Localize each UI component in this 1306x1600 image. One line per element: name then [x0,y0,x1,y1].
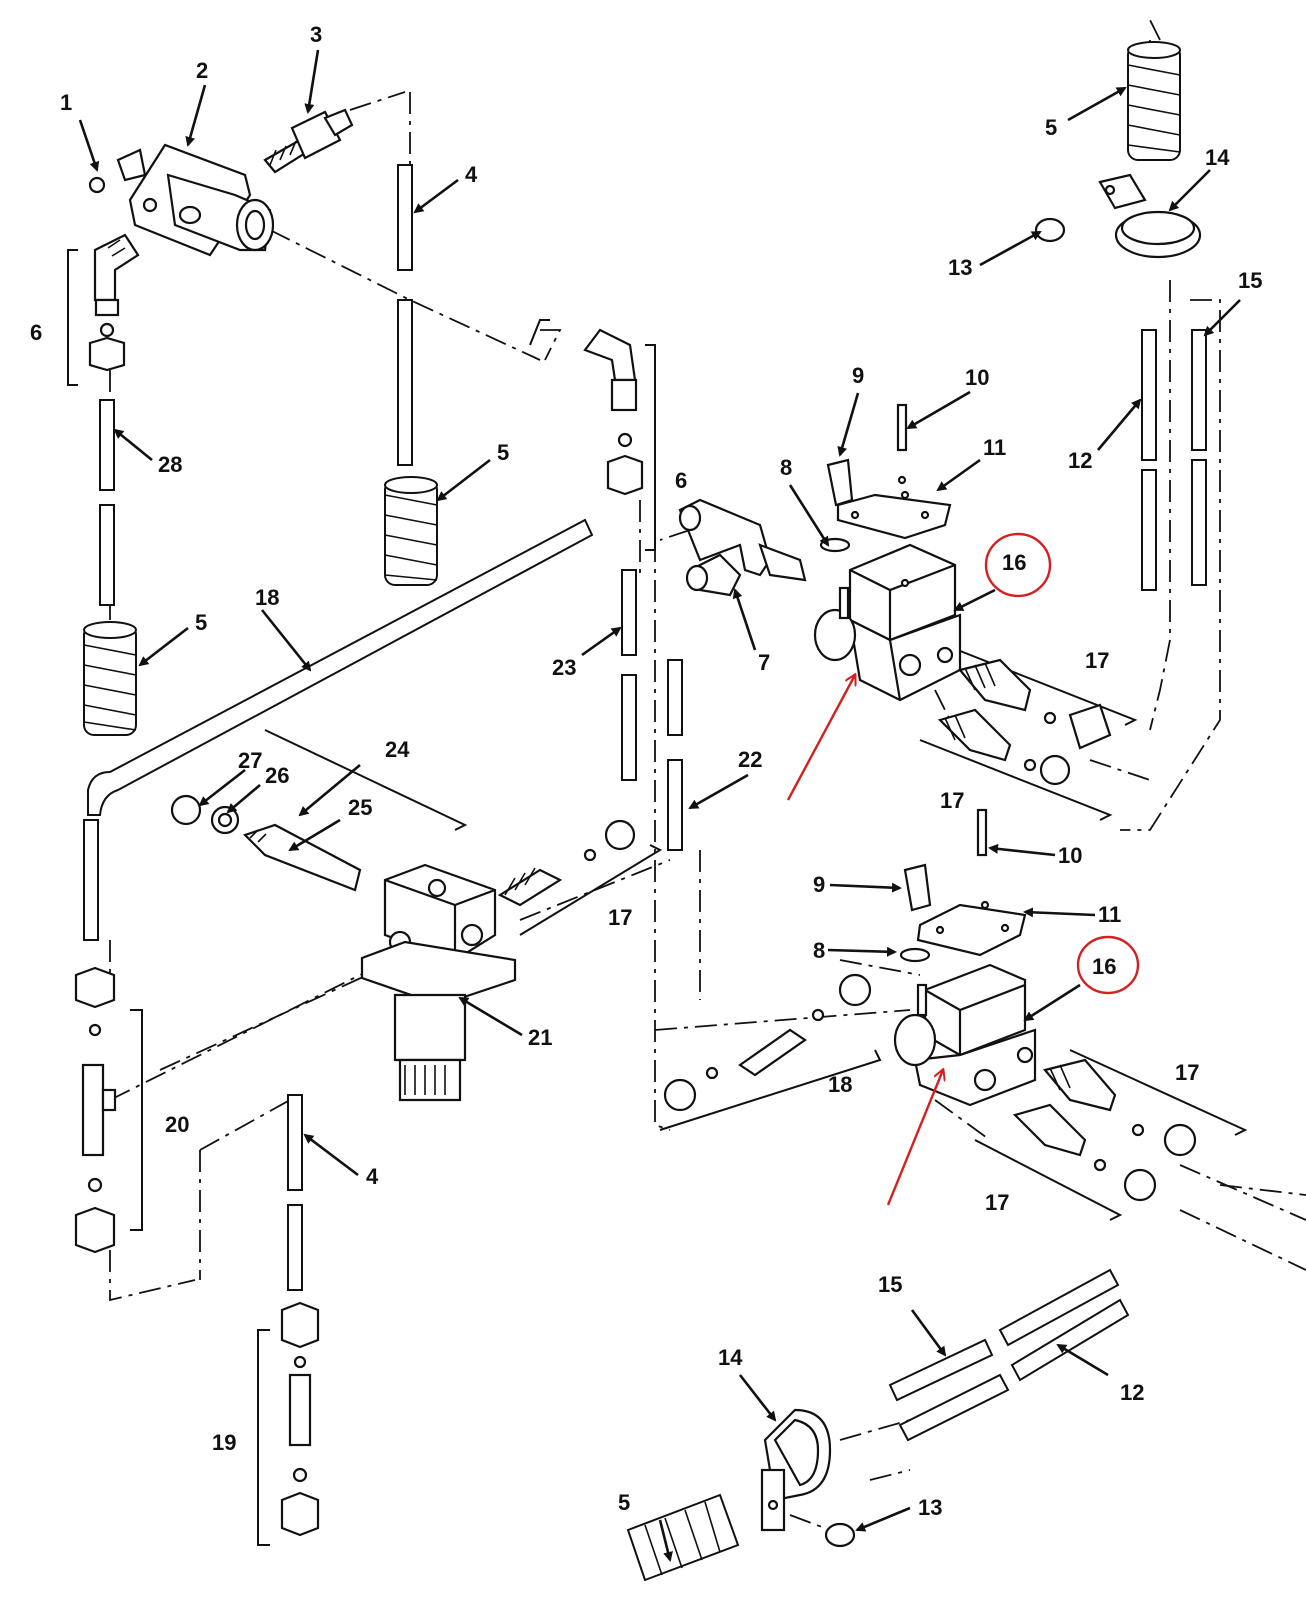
callout-17: 17 [940,788,964,813]
callout-5: 5 [195,610,207,635]
callout-21: 21 [528,1025,552,1050]
callout-11: 11 [1098,902,1121,927]
elbow-fittings [88,233,644,496]
callout-6: 6 [30,320,42,345]
callout-1: 1 [60,90,72,115]
callout-17: 17 [608,905,632,930]
callout-10: 10 [1058,843,1082,868]
callout-24: 24 [385,737,410,762]
callout-18: 18 [255,585,279,610]
tube-clamps [760,173,1202,1532]
group-brackets [67,249,1248,1546]
callout-9: 9 [813,872,825,897]
callout-20: 20 [165,1112,189,1137]
callout-16: 16 [1092,954,1116,979]
valve-block-lower [893,808,1037,1107]
callout-6: 6 [675,468,687,493]
callout-14: 14 [718,1345,743,1370]
callout-11: 11 [983,435,1006,460]
tee-fitting [678,498,807,597]
callout-5: 5 [618,1490,630,1515]
callout-13: 13 [948,255,972,280]
callout-25: 25 [348,795,372,820]
mounting-housing-part [88,143,275,257]
callout-17: 17 [1085,648,1109,673]
callout-26: 26 [265,763,289,788]
control-valve-21 [360,863,517,1102]
callout-15: 15 [878,1272,902,1297]
plugs-13 [824,217,1066,1548]
callout-17: 17 [1175,1060,1199,1085]
callout-2: 2 [196,58,208,83]
fitting-stack-19 [280,1301,320,1537]
callout-23: 23 [552,655,576,680]
callout-19: 19 [212,1430,236,1455]
fitting-sets [497,658,1197,1202]
callout-4: 4 [465,162,478,187]
highlight-circle-lower [1076,935,1140,995]
callout-3: 3 [310,22,322,47]
callout-18: 18 [828,1072,852,1097]
callout-15: 15 [1238,268,1262,293]
springs [83,41,1181,1582]
callout-22: 22 [738,747,762,772]
red-arrow-lower [886,1070,943,1206]
callout-12: 12 [1068,448,1092,473]
callout-16: 16 [1002,550,1026,575]
callout-10: 10 [965,365,989,390]
tubes [83,164,1207,1442]
red-arrow-upper [786,675,855,801]
red-highlights [786,532,1140,1206]
fitting-stack-20 [74,966,117,1254]
highlight-circle-upper [984,532,1052,598]
callout-27: 27 [238,748,262,773]
adapter-fitting-part [263,108,354,174]
callout-7: 7 [758,650,770,675]
callout-8: 8 [813,938,825,963]
callout-9: 9 [852,363,864,388]
callout-13: 13 [918,1495,942,1520]
callout-4: 4 [366,1164,379,1189]
bolt-assembly [170,794,362,892]
valve-block-upper [813,403,962,702]
callout-5: 5 [497,440,509,465]
callout-8: 8 [780,455,792,480]
callout-labels: 1 2 3 4 4 5 5 5 5 6 6 7 8 8 9 9 10 10 11… [30,22,1262,1520]
callout-5: 5 [1045,115,1057,140]
callout-12: 12 [1120,1380,1144,1405]
callout-28: 28 [158,452,182,477]
leader-arrows [78,49,1241,1562]
callout-17: 17 [985,1190,1009,1215]
callout-14: 14 [1205,145,1230,170]
